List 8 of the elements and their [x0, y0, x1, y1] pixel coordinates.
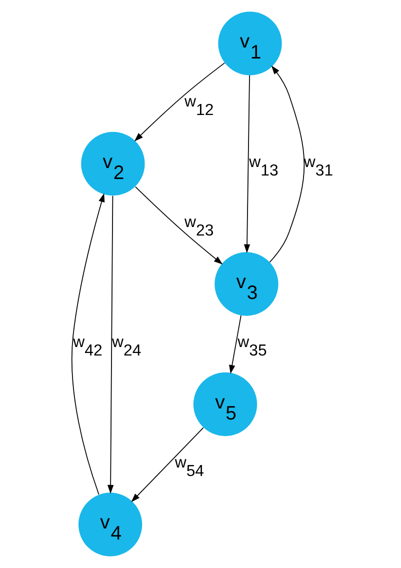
arrow — [130, 427, 204, 502]
arrow — [243, 74, 250, 254]
arrow — [70, 193, 104, 495]
arrow — [134, 186, 222, 264]
arrow — [134, 62, 225, 142]
arrow — [228, 314, 241, 374]
arrow — [268, 66, 304, 263]
arrow — [106, 195, 114, 494]
